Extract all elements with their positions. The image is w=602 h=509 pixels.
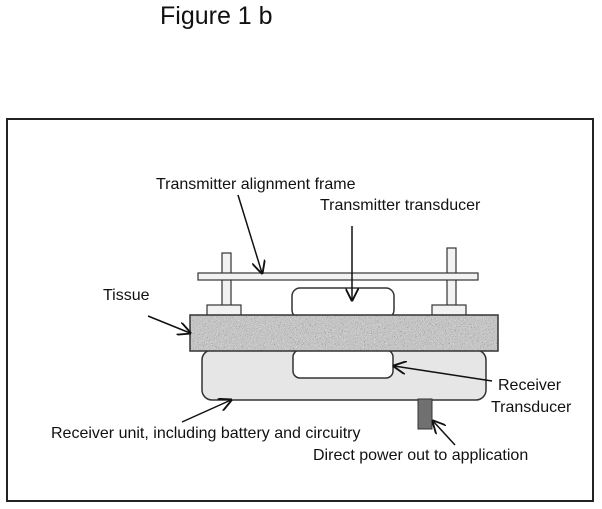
arrow-receiver-transducer (394, 366, 493, 382)
label-transmitter-transducer: Transmitter transducer (320, 197, 481, 214)
arrow-power-out (433, 421, 456, 446)
label-tissue: Tissue (103, 287, 150, 304)
diagram-border (6, 118, 594, 502)
label-power-out: Direct power out to application (313, 447, 529, 464)
label-receiver-transducer-2: Transducer (491, 399, 572, 416)
figure-title: Figure 1 b (160, 2, 273, 30)
transmitter-transducer (291, 287, 395, 319)
tissue-texture (190, 315, 498, 351)
receiver-transducer (292, 349, 394, 379)
power-out-connector (417, 398, 433, 430)
transmitter-alignment-frame (197, 272, 479, 281)
arrow-alignment-frame (237, 194, 262, 273)
label-alignment-frame: Transmitter alignment frame (156, 176, 356, 193)
label-receiver-transducer-1: Receiver (498, 377, 562, 394)
label-receiver-unit: Receiver unit, including battery and cir… (51, 425, 361, 442)
arrow-receiver-unit (181, 400, 231, 423)
arrow-tissue (147, 315, 190, 333)
